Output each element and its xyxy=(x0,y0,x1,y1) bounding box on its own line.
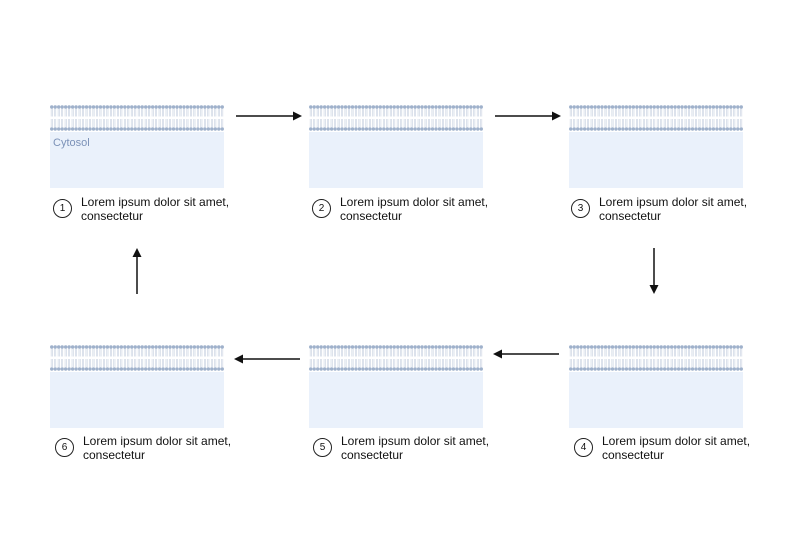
membrane-panel-4 xyxy=(569,344,743,428)
arrow-up-icon xyxy=(132,248,142,294)
membrane-panel-1: Cytosol xyxy=(50,104,224,188)
step-6: 6 Lorem ipsum dolor sit amet, consectetu… xyxy=(55,434,245,472)
cytosol-region xyxy=(569,372,743,428)
step-description: Lorem ipsum dolor sit amet, consectetur xyxy=(340,195,489,223)
cytosol-label: Cytosol xyxy=(53,137,90,149)
step-number-badge: 5 xyxy=(313,438,332,457)
step-description: Lorem ipsum dolor sit amet, consectetur xyxy=(599,195,748,223)
step-description: Lorem ipsum dolor sit amet, consectetur xyxy=(341,434,490,462)
lipid-bilayer xyxy=(569,105,743,131)
step-4: 4 Lorem ipsum dolor sit amet, consectetu… xyxy=(574,434,764,472)
step-1: 1 Lorem ipsum dolor sit amet, consectetu… xyxy=(53,195,243,233)
step-number-badge: 1 xyxy=(53,199,72,218)
arrow-left-icon xyxy=(493,349,559,359)
lipid-bilayer xyxy=(309,105,483,131)
arrow-right-icon xyxy=(495,111,561,121)
step-number-badge: 6 xyxy=(55,438,74,457)
step-number-badge: 2 xyxy=(312,199,331,218)
step-3: 3 Lorem ipsum dolor sit amet, consectetu… xyxy=(571,195,761,233)
membrane-panel-2 xyxy=(309,104,483,188)
lipid-bilayer xyxy=(50,105,224,131)
step-number-badge: 3 xyxy=(571,199,590,218)
lipid-bilayer xyxy=(569,345,743,371)
cytosol-region: Cytosol xyxy=(50,132,224,188)
membrane-panel-3 xyxy=(569,104,743,188)
step-description: Lorem ipsum dolor sit amet, consectetur xyxy=(81,195,230,223)
membrane-panel-6 xyxy=(50,344,224,428)
cytosol-region xyxy=(569,132,743,188)
cytosol-region xyxy=(309,132,483,188)
lipid-bilayer xyxy=(309,345,483,371)
cytosol-region xyxy=(309,372,483,428)
membrane-panel-5 xyxy=(309,344,483,428)
step-number-badge: 4 xyxy=(574,438,593,457)
step-description: Lorem ipsum dolor sit amet, consectetur xyxy=(83,434,232,462)
arrow-down-icon xyxy=(649,248,659,294)
step-2: 2 Lorem ipsum dolor sit amet, consectetu… xyxy=(312,195,502,233)
lipid-bilayer xyxy=(50,345,224,371)
step-description: Lorem ipsum dolor sit amet, consectetur xyxy=(602,434,751,462)
arrow-right-icon xyxy=(236,111,302,121)
cytosol-region xyxy=(50,372,224,428)
arrow-left-icon xyxy=(234,354,300,364)
step-5: 5 Lorem ipsum dolor sit amet, consectetu… xyxy=(313,434,503,472)
